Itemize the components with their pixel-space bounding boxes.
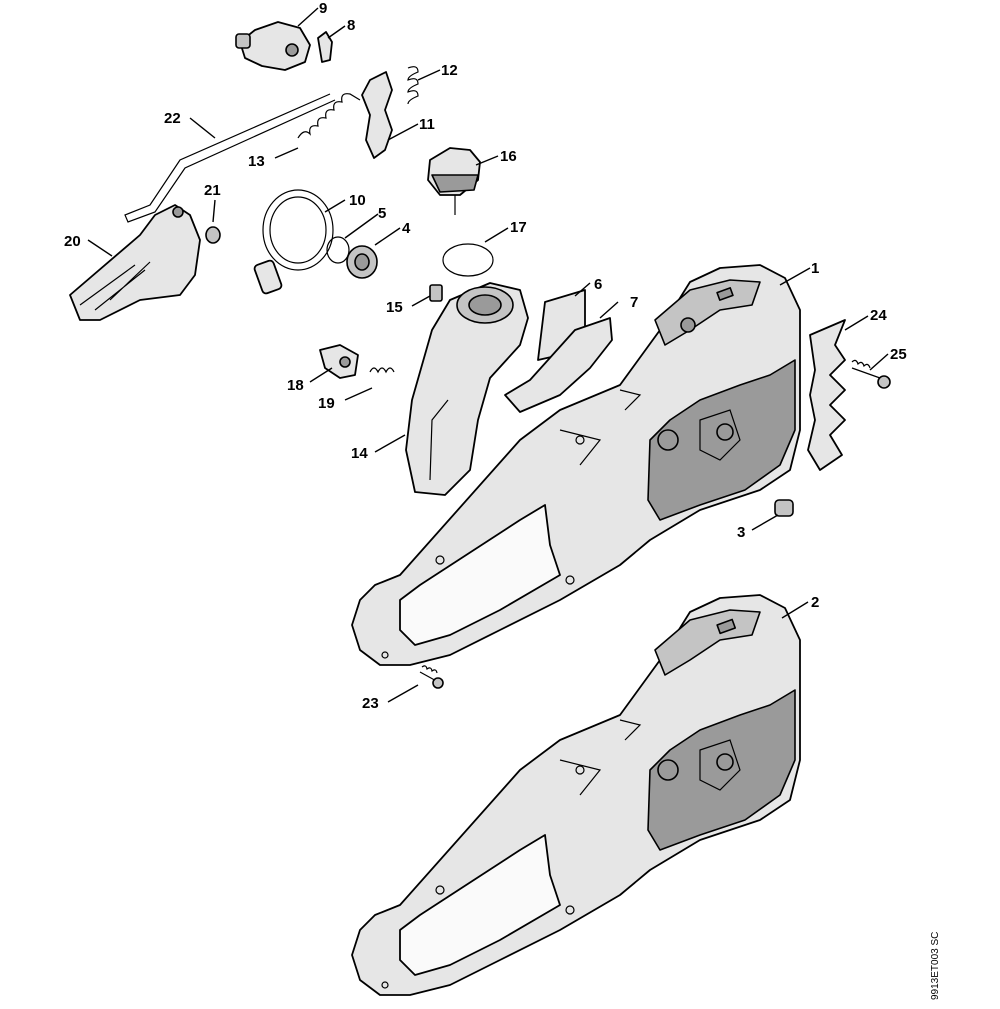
part-9-lever-housing [235,21,311,71]
housing-part-1 [351,264,801,666]
part-19-spring [369,367,395,374]
callout-24: 24 [870,307,887,324]
callout-16: 16 [500,148,517,165]
callout-20: 20 [64,233,81,250]
part-18-valve [319,344,359,379]
callout-9: 9 [319,0,327,17]
callout-13: 13 [248,153,265,170]
part-24-bumper-spike [807,319,846,471]
callout-23: 23 [362,695,379,712]
leader-lines [87,7,889,703]
part-5-o-ring [326,236,350,264]
part-25-screw-head [877,375,891,389]
part-4-bearing [346,245,378,279]
part-12-spring [407,66,419,105]
part-15-nipple [429,284,443,302]
part-10-band [253,189,334,295]
part-25-screw [851,359,881,379]
callout-10: 10 [349,192,366,209]
callout-labels: 1 2 3 4 5 6 7 8 9 10 11 12 13 14 15 16 1… [64,0,907,712]
callout-25: 25 [890,346,907,363]
callout-2: 2 [811,594,819,611]
callout-5: 5 [378,205,386,222]
callout-12: 12 [441,62,458,79]
callout-7: 7 [630,294,638,311]
callout-18: 18 [287,377,304,394]
callout-4: 4 [402,220,411,237]
callout-17: 17 [510,219,527,236]
callout-11: 11 [419,116,435,133]
part-8-clip [317,31,333,63]
part-11-lever [361,71,393,159]
callout-19: 19 [318,395,335,412]
part-17-seal-ring [442,243,494,277]
part-22-rod [124,93,336,223]
part-23-screw-head [432,677,444,689]
callout-21: 21 [204,182,221,199]
housing-part-2 [351,594,801,996]
part-3-sleeve [774,499,794,517]
callout-3: 3 [737,524,745,541]
callout-1: 1 [811,260,819,277]
part-20-hand-guard [69,204,201,321]
callout-14: 14 [351,445,368,462]
callout-22: 22 [164,110,181,127]
callout-6: 6 [594,276,602,293]
part-14-oil-tank [405,282,529,496]
part-21-spring [205,226,221,244]
drawing-id: 9913ET003 SC [930,932,941,1000]
part-7-cover [504,317,613,413]
callout-15: 15 [386,299,403,316]
part-16-cap [427,147,481,215]
callout-8: 8 [347,17,355,34]
part-13-spring [297,93,361,139]
